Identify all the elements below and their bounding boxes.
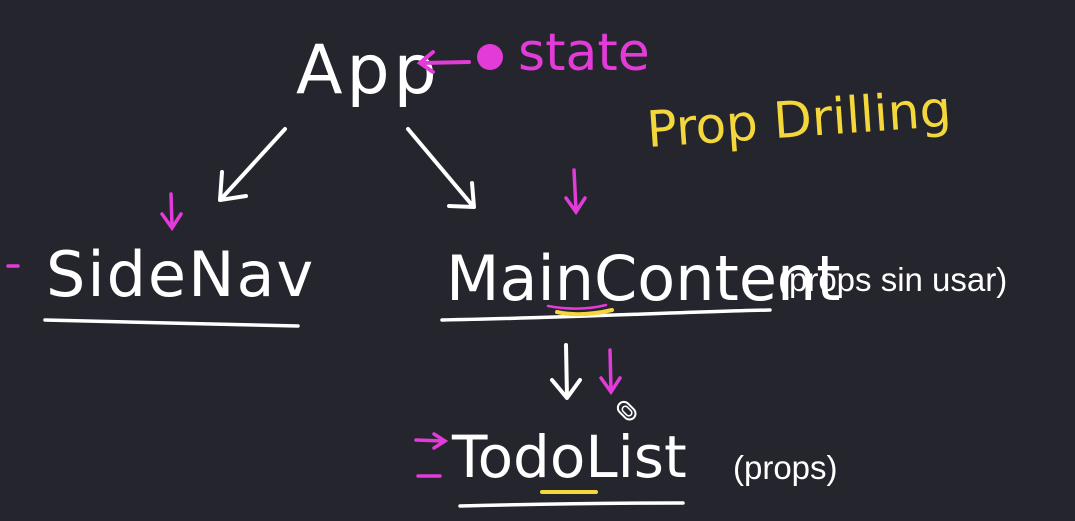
arrow-maincontent-to-todolist xyxy=(550,343,582,400)
arrow-app-to-maincontent xyxy=(406,127,476,209)
todolist-marks xyxy=(414,432,449,478)
paperclip-icon xyxy=(616,400,637,421)
maincontent-underline xyxy=(440,308,772,322)
arrow-app-to-sidenav xyxy=(218,127,287,202)
maincontent-highlight xyxy=(555,308,614,317)
node-todolist: TodoList xyxy=(451,423,687,491)
magenta-arrow-todolist xyxy=(599,348,622,396)
maincontent-highlight-magenta xyxy=(546,303,608,310)
node-app: App xyxy=(296,31,441,110)
magenta-arrow-sidenav xyxy=(160,192,183,232)
magenta-arrow-maincontent xyxy=(564,168,587,216)
state-dot xyxy=(477,44,503,70)
props-unused-label: (props sin usar) xyxy=(778,261,1008,298)
todolist-underline xyxy=(458,501,685,508)
prop-drilling-label: Prop Drilling xyxy=(645,80,953,159)
state-arrow xyxy=(416,50,471,74)
state-label: state xyxy=(518,23,650,83)
props-label: (props) xyxy=(733,449,838,486)
node-sidenav: SideNav xyxy=(46,238,315,311)
node-maincontent: MainContent xyxy=(446,242,841,315)
sidenav-underline xyxy=(43,318,300,328)
